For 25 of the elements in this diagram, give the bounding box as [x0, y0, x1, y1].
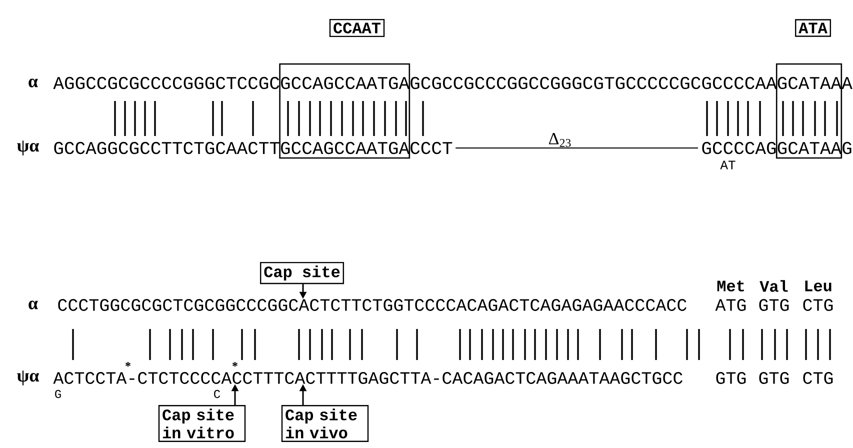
alpha-label: α: [28, 78, 38, 88]
label-box: Cap site in vivo: [281, 405, 369, 442]
codon: GTG: [759, 372, 789, 384]
sequence: CCCTGGCGCGCTCGCGGCCCGGCACTCTTCTGGTCCCCACAGACTCAGAGAGAACCCACC: [58, 299, 686, 311]
amino-acid-label: Leu: [805, 280, 832, 292]
codon: CTG: [803, 299, 833, 311]
sequence: ACTCCTA-CTCTCCCCACCTTTCACTTTTGAGCTTA-CACAGACTCAGAAATAAGCTGCC: [53, 372, 682, 384]
deletion-label: Δ$_{23}$: [548, 133, 571, 147]
alpha-label: α: [28, 300, 38, 310]
psi-alpha-label: ψα: [17, 370, 40, 386]
codon: ATG: [715, 299, 746, 311]
variant-label: AT: [720, 160, 736, 170]
codon: GTG: [716, 372, 746, 384]
label-box: Cap site in vitro: [158, 405, 246, 442]
amino-acid-label: Val: [760, 280, 788, 292]
star-mark: *: [232, 362, 238, 367]
codon: GTG: [759, 299, 789, 311]
label-box: CCAAT: [329, 18, 385, 38]
star-mark: *: [126, 362, 130, 367]
variant-label: G: [55, 390, 61, 398]
psi-alpha-label: ψα: [17, 140, 40, 156]
label-box: ATA: [795, 19, 832, 37]
amino-acid-label: Met: [717, 280, 744, 292]
label-box: Cap site: [260, 262, 344, 284]
codon: CTG: [803, 372, 833, 384]
